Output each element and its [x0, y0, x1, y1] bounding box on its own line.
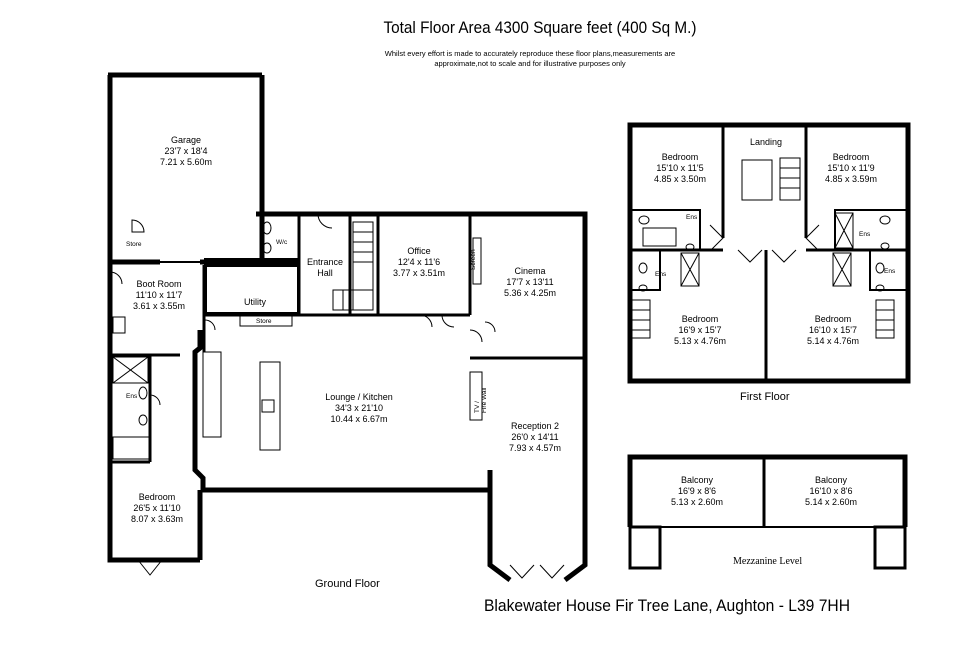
room-imperial: 16'9 x 15'7	[678, 325, 722, 335]
room-name: Bedroom	[661, 152, 699, 162]
room-garage: Garage 23'7 x 18'4 7.21 x 5.60m	[160, 135, 212, 168]
room-bedroom-top-left: Bedroom 15'10 x 11'5 4.85 x 3.50m	[654, 152, 706, 185]
room-imperial: 16'10 x 15'7	[809, 325, 857, 335]
room-bedroom-ground: Bedroom 26'5 x 11'10 8.07 x 3.63m	[131, 492, 183, 525]
room-bedroom-top-right: Bedroom 15'10 x 11'9 4.85 x 3.59m	[825, 152, 877, 185]
property-address: Blakewater House Fir Tree Lane, Aughton …	[484, 596, 851, 615]
label-ens-first-4: Ens	[884, 268, 896, 275]
disclaimer-line-2: approximate,not to scale and for illustr…	[434, 59, 626, 68]
room-name: Bedroom	[814, 314, 852, 324]
room-name: Utility	[244, 297, 266, 307]
total-floor-area-title: Total Floor Area 4300 Square feet (400 S…	[383, 18, 697, 37]
label-tv-fire-wall: TV / Fire Wall	[474, 388, 488, 413]
room-metric: 7.21 x 5.60m	[159, 157, 213, 167]
room-metric: 5.14 x 2.60m	[804, 497, 858, 507]
room-metric: 3.77 x 3.51m	[392, 268, 446, 278]
room-metric: 5.14 x 4.76m	[806, 336, 860, 346]
room-name: Balcony	[680, 475, 714, 485]
room-imperial: 11'10 x 11'7	[135, 290, 183, 300]
room-name: Landing	[749, 137, 783, 147]
room-name: Boot Room	[136, 279, 182, 289]
label-wc: W/c	[276, 239, 288, 246]
room-imperial: 26'0 x 14'11	[511, 432, 559, 442]
room-name: Garage	[170, 135, 202, 145]
first-floor-walls	[627, 122, 911, 384]
room-imperial: 15'10 x 11'5	[656, 163, 704, 173]
room-name: Balcony	[814, 475, 848, 485]
label-ens-first-2: Ens	[859, 231, 871, 238]
room-metric: 5.13 x 4.76m	[673, 336, 727, 346]
label-ens-first-3: Ens	[655, 271, 667, 278]
room-name: Cinema	[514, 266, 546, 276]
room-imperial: 15'10 x 11'9	[827, 163, 875, 173]
room-boot-room: Boot Room 11'10 x 11'7 3.61 x 3.55m	[133, 279, 185, 312]
room-office: Office 12'4 x 11'6 3.77 x 3.51m	[393, 246, 445, 279]
room-metric: 4.85 x 3.59m	[824, 174, 878, 184]
room-name: Reception 2	[510, 421, 560, 431]
room-metric: 5.36 x 4.25m	[503, 288, 557, 298]
room-balcony-right: Balcony 16'10 x 8'6 5.14 x 2.60m	[805, 475, 857, 508]
mezzanine-walls	[627, 454, 908, 570]
room-name: Office	[407, 246, 431, 256]
room-name: Lounge / Kitchen	[325, 392, 393, 402]
room-utility: Utility	[244, 297, 266, 308]
room-name-line-2: Hall	[317, 268, 333, 278]
label-ens-first-1: Ens	[686, 214, 698, 221]
room-metric: 3.61 x 3.55m	[132, 301, 186, 311]
label-tv-line-2: Fire Wall	[481, 387, 488, 413]
disclaimer: Whilst every effort is made to accuratel…	[340, 49, 720, 69]
room-name: Bedroom	[832, 152, 870, 162]
ground-floor-walls	[107, 72, 588, 582]
label-ens-ground: Ens	[126, 393, 138, 400]
label-store-garage: Store	[126, 241, 142, 248]
label-screen: Screen	[470, 249, 477, 270]
room-name: Bedroom	[681, 314, 719, 324]
floor-label-mezzanine: Mezzanine Level	[733, 556, 803, 567]
floor-label-ground: Ground Floor	[315, 578, 380, 590]
room-imperial: 23'7 x 18'4	[164, 146, 208, 156]
room-metric: 4.85 x 3.50m	[653, 174, 707, 184]
label-tv-line-1: TV /	[474, 401, 481, 413]
room-metric: 10.44 x 6.67m	[330, 414, 388, 424]
label-store-utility: Store	[256, 318, 272, 325]
ground-stairs	[332, 221, 374, 311]
room-metric: 5.13 x 2.60m	[670, 497, 724, 507]
room-bedroom-bottom-left: Bedroom 16'9 x 15'7 5.13 x 4.76m	[674, 314, 726, 347]
room-name: Bedroom	[138, 492, 176, 502]
room-cinema: Cinema 17'7 x 13'11 5.36 x 4.25m	[504, 266, 556, 299]
room-imperial: 12'4 x 11'6	[397, 257, 441, 267]
room-entrance-hall: Entrance Hall	[307, 257, 343, 279]
disclaimer-line-1: Whilst every effort is made to accuratel…	[384, 49, 676, 58]
room-landing: Landing	[750, 137, 782, 148]
room-name-line-1: Entrance	[306, 257, 344, 267]
room-imperial: 16'10 x 8'6	[809, 486, 853, 496]
room-reception-2: Reception 2 26'0 x 14'11 7.93 x 4.57m	[509, 421, 561, 454]
room-bedroom-bottom-right: Bedroom 16'10 x 15'7 5.14 x 4.76m	[807, 314, 859, 347]
room-balcony-left: Balcony 16'9 x 8'6 5.13 x 2.60m	[671, 475, 723, 508]
room-imperial: 26'5 x 11'10	[133, 503, 181, 513]
room-imperial: 17'7 x 13'11	[506, 277, 554, 287]
room-metric: 7.93 x 4.57m	[508, 443, 562, 453]
room-imperial: 16'9 x 8'6	[678, 486, 716, 496]
room-metric: 8.07 x 3.63m	[130, 514, 184, 524]
room-lounge-kitchen: Lounge / Kitchen 34'3 x 21'10 10.44 x 6.…	[325, 392, 393, 425]
room-imperial: 34'3 x 21'10	[335, 403, 383, 413]
floor-label-first: First Floor	[740, 391, 790, 403]
